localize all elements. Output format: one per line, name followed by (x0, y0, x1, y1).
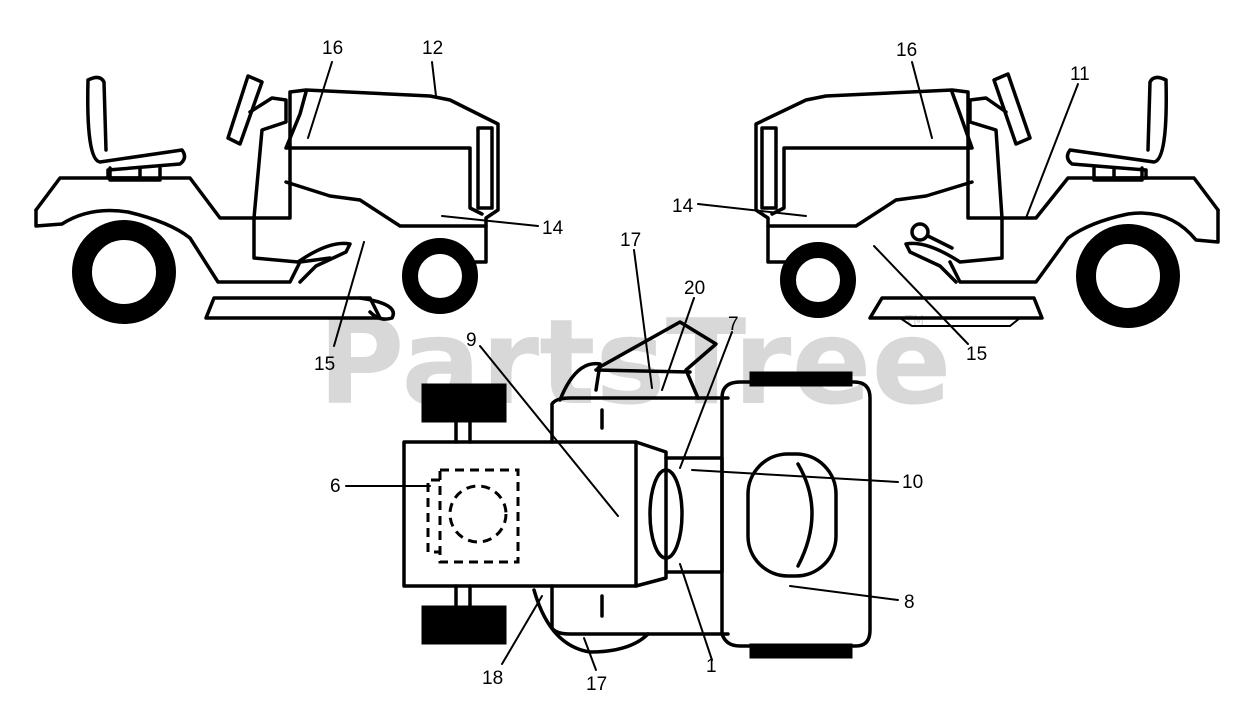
top-view-hood (720, 380, 872, 648)
top-view-front-wheel-lower (749, 643, 853, 659)
top-view-hood-oval-arc (796, 462, 814, 568)
right-view-lever (926, 234, 954, 250)
leader-15-left (333, 241, 365, 347)
top-view-rear-axle-lower (454, 584, 472, 608)
leader-14-right (697, 203, 807, 217)
leader-7 (679, 331, 733, 469)
callout-18: 18 (482, 668, 503, 689)
top-view-waist (634, 440, 668, 588)
watermark-text: PartsTree (318, 293, 952, 431)
leader-16-left (307, 61, 333, 139)
callout-17-bottom: 17 (586, 674, 607, 695)
left-view-steering-column (248, 96, 288, 220)
leader-12 (431, 61, 437, 97)
left-view-deck-cable (358, 296, 395, 321)
top-view-rear-axle-upper (454, 420, 472, 444)
left-view-rear-fender (34, 88, 500, 264)
right-view-seat-base (1092, 166, 1144, 182)
leader-15-right (873, 245, 969, 345)
top-view-dashed-square (438, 468, 520, 564)
leader-17-bottom (583, 637, 597, 671)
left-view-rear-wheel (72, 220, 176, 324)
right-view-hood (766, 90, 974, 228)
left-view-seat (86, 75, 187, 180)
top-view-fender-arc-upper (558, 361, 602, 402)
top-view-dashed-circle (448, 484, 508, 544)
right-view-seat (1065, 75, 1168, 180)
leader-20 (661, 297, 695, 391)
right-view-side-panel (904, 216, 1004, 284)
callout-6: 6 (330, 476, 341, 497)
tractor-right-side-view (754, 72, 1220, 328)
callout-14-right: 14 (672, 196, 694, 217)
right-view-steering-column (968, 96, 1008, 220)
top-view-front-wheel-upper (749, 371, 853, 387)
callout-16-right: 16 (896, 40, 917, 61)
top-view-rear-wheel-upper (421, 383, 507, 423)
top-view-dashed-bracket (426, 478, 440, 554)
leader-16-right (911, 61, 933, 139)
callout-12: 12 (422, 38, 443, 59)
leader-11 (1025, 83, 1079, 219)
callout-11: 11 (1070, 64, 1090, 85)
callout-10: 10 (902, 472, 923, 493)
callout-1: 1 (706, 656, 717, 677)
top-view-steering-wheel (648, 468, 684, 560)
right-view-deck-belt (899, 317, 1021, 327)
leader-1 (679, 563, 713, 661)
callout-20: 20 (684, 278, 705, 299)
left-view-side-panel (252, 216, 352, 284)
watermark: PartsTree TM (318, 293, 952, 431)
tractor-top-view (402, 320, 872, 659)
callout-15-left: 15 (314, 354, 335, 375)
leader-17-top (633, 249, 653, 389)
leader-9 (479, 345, 619, 517)
left-view-grille (476, 126, 494, 210)
left-view-lower-frame (34, 208, 332, 284)
leader-lines (307, 61, 1079, 671)
callout-14-left: 14 (542, 218, 564, 239)
left-view-front-wheel (402, 238, 478, 314)
leader-14-left (441, 215, 539, 227)
callout-7: 7 (728, 314, 739, 335)
leader-18 (501, 595, 543, 665)
right-view-lever-knob (910, 222, 930, 242)
callout-17-top: 17 (620, 230, 641, 251)
left-view-hood (284, 90, 488, 228)
callout-8: 8 (904, 592, 915, 613)
right-view-lower-frame (948, 208, 1220, 284)
top-view-hood-oval (746, 452, 838, 578)
right-view-grille (760, 126, 778, 210)
leader-10 (691, 469, 899, 483)
right-view-mower-deck (868, 296, 1044, 320)
right-view-rear-fender (754, 88, 1220, 264)
right-view-rear-wheel (1076, 224, 1180, 328)
callout-labels: 16 12 14 15 16 11 14 15 17 20 7 9 10 6 8… (314, 38, 1090, 695)
top-view-rear-wheel-lower (421, 605, 507, 645)
callout-9: 9 (466, 330, 477, 351)
top-view-rear-deck (402, 440, 638, 588)
tractor-left-side-view (34, 74, 500, 324)
leader-8 (789, 585, 899, 601)
left-view-seat-base (108, 166, 162, 182)
top-view-grass-chute (594, 320, 718, 400)
callout-16-left: 16 (322, 38, 343, 59)
callout-15-right: 15 (966, 344, 987, 365)
right-view-steering-wheel (992, 72, 1032, 146)
right-view-front-wheel (780, 242, 856, 318)
left-view-steering-wheel (226, 74, 264, 146)
